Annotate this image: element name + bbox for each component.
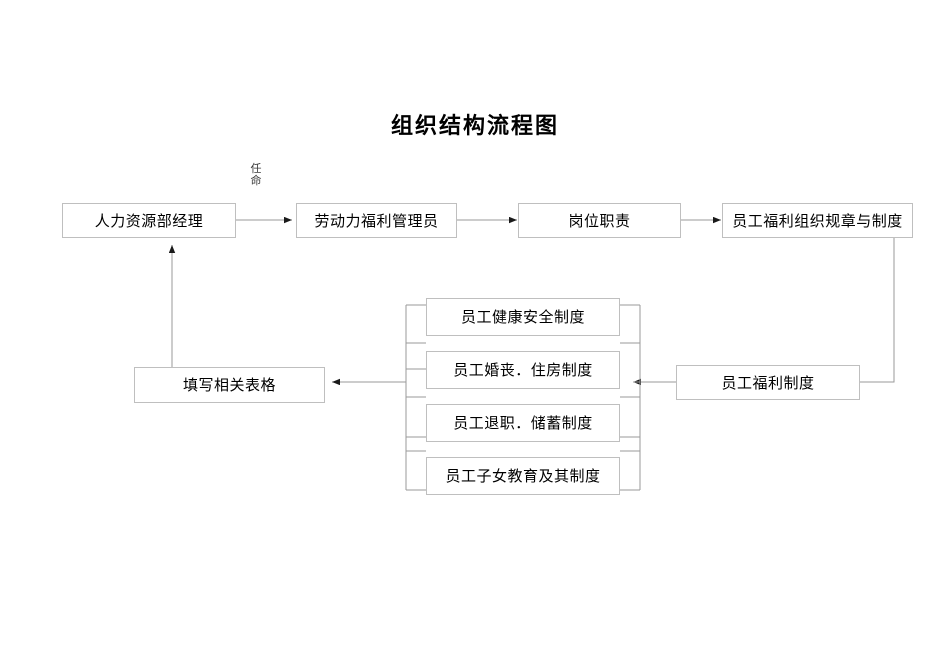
- node-label: 岗位职责: [568, 211, 631, 230]
- edge-rules-to-welfare-system: [800, 238, 895, 386]
- node-welfare-system[interactable]: 员工福利制度: [676, 365, 860, 400]
- node-retire-savings[interactable]: 员工退职．储蓄制度: [426, 404, 620, 442]
- node-label: 员工福利组织规章与制度: [732, 211, 903, 230]
- node-label: 员工子女教育及其制度: [445, 467, 601, 485]
- bracket-right: [620, 304, 641, 491]
- node-label: 人力资源部经理: [94, 211, 204, 230]
- node-label: 员工退职．储蓄制度: [453, 414, 593, 432]
- node-job-duties[interactable]: 岗位职责: [518, 203, 681, 238]
- node-label: 填写相关表格: [182, 376, 276, 394]
- node-welfare-org-rules[interactable]: 员工福利组织规章与制度: [722, 203, 913, 238]
- edge-label-appointment: 任命: [250, 162, 262, 187]
- node-fill-forms[interactable]: 填写相关表格: [134, 367, 325, 403]
- page-title: 组织结构流程图: [390, 114, 559, 139]
- node-label: 劳动力福利管理员: [314, 211, 439, 230]
- bracket-left: [405, 304, 426, 491]
- node-label: 员工福利制度: [721, 373, 815, 392]
- node-health-safety[interactable]: 员工健康安全制度: [426, 298, 620, 336]
- node-label: 员工健康安全制度: [460, 308, 585, 326]
- node-children-education[interactable]: 员工子女教育及其制度: [426, 457, 620, 495]
- node-marriage-housing[interactable]: 员工婚丧．住房制度: [426, 351, 620, 389]
- node-label: 员工婚丧．住房制度: [453, 361, 593, 379]
- node-welfare-admin[interactable]: 劳动力福利管理员: [296, 203, 457, 238]
- node-hr-manager[interactable]: 人力资源部经理: [62, 203, 236, 238]
